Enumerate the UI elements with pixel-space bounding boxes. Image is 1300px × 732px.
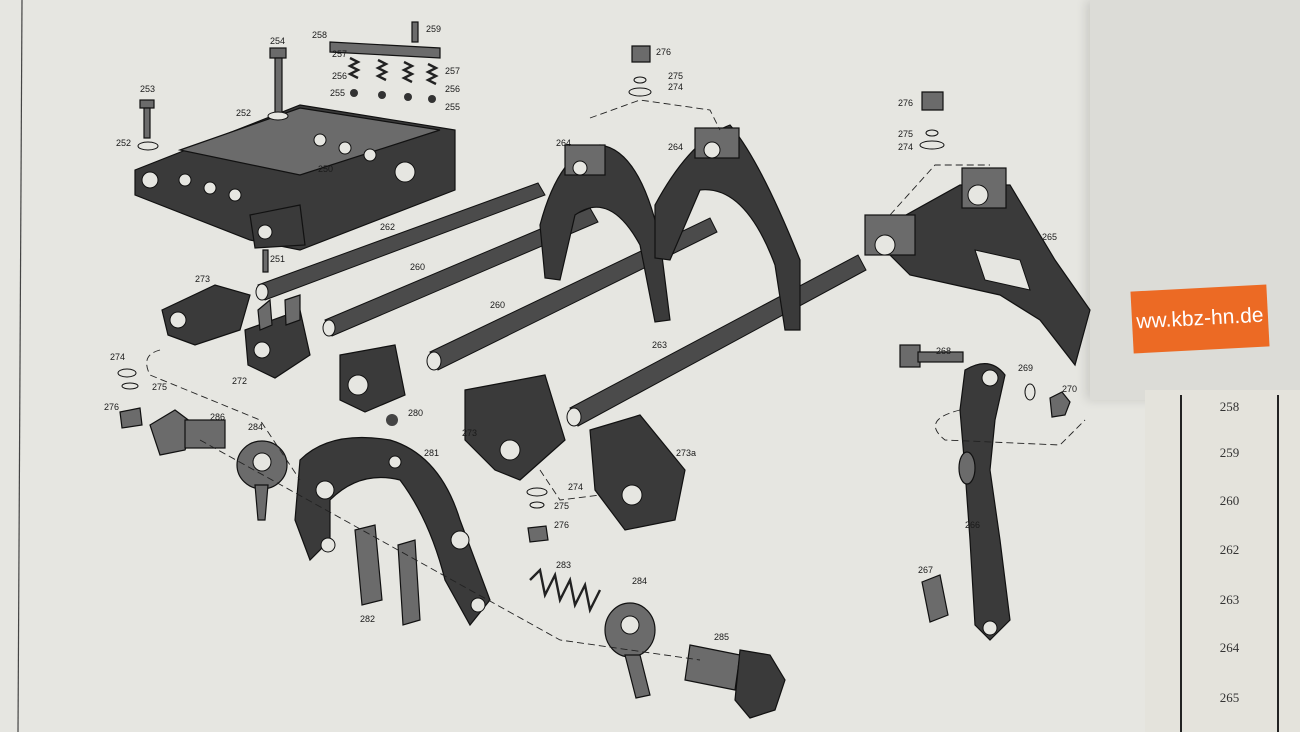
- shift-dog-273-left: [161, 284, 251, 346]
- part-number-label: 252: [236, 108, 251, 118]
- index-number: 260: [1219, 493, 1240, 508]
- parts-index-column: 258 259 260 262 263 264 265: [1180, 395, 1279, 732]
- intermediate-lever-266: [899, 344, 1071, 641]
- part-number-label: 264: [668, 142, 683, 152]
- part-number-label: 269: [1018, 363, 1033, 373]
- part-number-label: 264: [556, 138, 571, 148]
- part-number-label: 276: [554, 520, 569, 530]
- brand-tag: ww.kbz-hn.de: [1130, 284, 1270, 354]
- index-number: 262: [1219, 542, 1240, 557]
- index-number: 264: [1219, 640, 1240, 655]
- part-number-label: 257: [445, 66, 460, 76]
- shift-rod-260-upper: [322, 207, 599, 337]
- part-number-label: 275: [668, 71, 683, 81]
- guide-blocks-282: [354, 524, 421, 626]
- bolt-part: [137, 47, 289, 151]
- part-number-label: 275: [898, 129, 913, 139]
- index-number: 265: [1219, 690, 1240, 705]
- shift-dog-273-center: [464, 374, 566, 481]
- part-number-label: 274: [898, 142, 913, 152]
- plug-screw-286: [149, 409, 226, 456]
- part-number-label: 263: [652, 340, 667, 350]
- shift-fork-264-left: [539, 144, 671, 323]
- part-number-label: 260: [410, 262, 425, 272]
- plug-screw-285: [684, 644, 786, 719]
- shift-dog-272: [244, 294, 311, 379]
- shift-rod-262: [255, 182, 546, 301]
- detent-plate-part: [329, 21, 441, 103]
- lock-washer-284: [236, 440, 656, 699]
- part-number-label: 259: [426, 24, 441, 34]
- part-number-label: 257: [332, 49, 347, 59]
- part-number-label: 280: [408, 408, 423, 418]
- spring-283: [529, 567, 602, 614]
- shift-dog-273a: [589, 414, 686, 531]
- part-number-label: 268: [936, 346, 951, 356]
- fastener-set: [117, 45, 945, 543]
- part-number-label: 281: [424, 448, 439, 458]
- part-number-label: 272: [232, 376, 247, 386]
- part-number-label: 266: [965, 520, 980, 530]
- exploded-view-drawing: 250 251 252 252 253 254 255 255 256 256 …: [17, 0, 1091, 732]
- part-number-label: 255: [445, 102, 460, 112]
- part-number-label: 258: [312, 30, 327, 40]
- part-number-label: 252: [116, 138, 131, 148]
- part-number-label: 284: [248, 422, 263, 432]
- part-number-label: 276: [104, 402, 119, 412]
- shift-fork-265: [864, 167, 1091, 367]
- part-number-label: 274: [568, 482, 583, 492]
- index-number: 259: [1219, 445, 1240, 460]
- part-number-label: 286: [210, 412, 225, 422]
- page-margin-line: [17, 0, 23, 732]
- part-number-label: 276: [898, 98, 913, 108]
- part-number-label: 282: [360, 614, 375, 624]
- shift-dog-280: [339, 344, 406, 426]
- part-number-label: 256: [445, 84, 460, 94]
- part-number-label: 270: [1062, 384, 1077, 394]
- part-number-label: 274: [668, 82, 683, 92]
- part-number-label: 283: [556, 560, 571, 570]
- part-number-label: 276: [656, 47, 671, 57]
- lower-page: [1145, 390, 1300, 732]
- part-number-label: 251: [270, 254, 285, 264]
- part-number-label: 273a: [676, 448, 696, 458]
- part-number-label: 256: [332, 71, 347, 81]
- part-number-label: 275: [152, 382, 167, 392]
- part-number-label: 273: [462, 428, 477, 438]
- selector-lever-281: [294, 436, 491, 627]
- part-number-label: 273: [195, 274, 210, 284]
- assembly-leader-lines: [146, 99, 1086, 661]
- index-number: 258: [1219, 399, 1240, 414]
- part-number-label: 265: [1042, 232, 1057, 242]
- part-number-label: 274: [110, 352, 125, 362]
- part-number-label: 250: [318, 164, 333, 174]
- part-number-label: 285: [714, 632, 729, 642]
- part-number-label: 275: [554, 501, 569, 511]
- part-number-label: 262: [380, 222, 395, 232]
- part-number-label: 254: [270, 36, 285, 46]
- shift-fork-264-right: [654, 124, 801, 331]
- part-number-label: 260: [490, 300, 505, 310]
- index-number: 263: [1219, 592, 1240, 607]
- part-number-label: 253: [140, 84, 155, 94]
- part-number-label: 267: [918, 565, 933, 575]
- part-number-label: 255: [330, 88, 345, 98]
- housing-part: [134, 104, 456, 251]
- part-number-label: 284: [632, 576, 647, 586]
